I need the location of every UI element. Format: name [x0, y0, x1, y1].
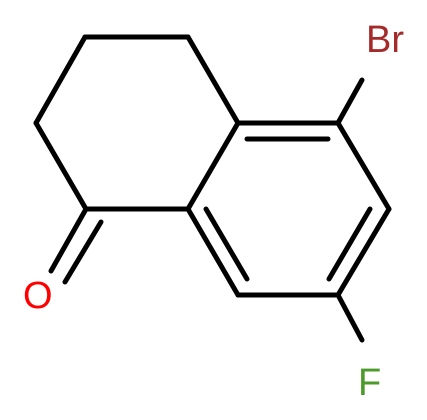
bond-c4a-c4 [185, 34, 241, 126]
bond-c6-c7-inner [326, 206, 373, 282]
bond-c8a-c4a [185, 120, 241, 212]
bond-carbonyl-outer [48, 206, 89, 274]
bond-c6-c7 [335, 206, 392, 298]
bond-c2-c1 [33, 120, 89, 212]
bond-c8-c8a-inner [203, 206, 250, 282]
bromine-atom-label: Br [366, 19, 404, 61]
bond-c3-c2 [33, 34, 88, 126]
fluorine-atom-label: F [358, 362, 381, 404]
oxygen-atom-label: O [23, 275, 53, 317]
bond-c8-c8a [185, 206, 241, 298]
bond-c5-br [335, 77, 365, 126]
bond-c5-c6 [335, 120, 392, 212]
bond-c7-f [335, 292, 365, 343]
bond-carbonyl-inner [62, 219, 104, 285]
